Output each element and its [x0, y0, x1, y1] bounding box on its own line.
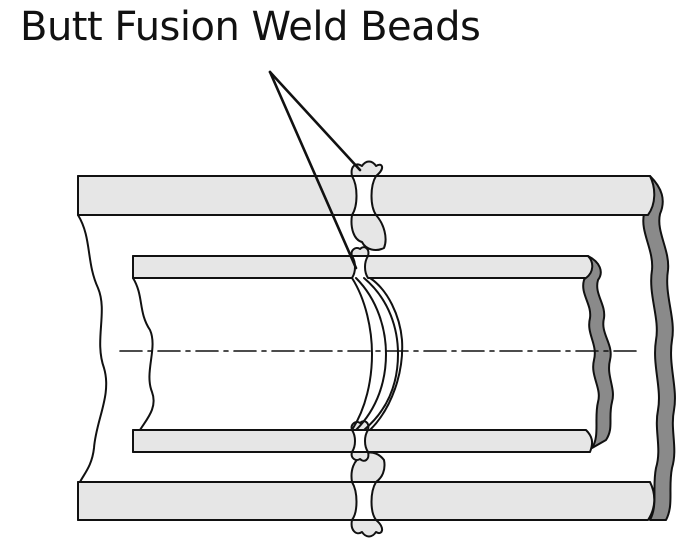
inner-pipe-left-cut-edge	[132, 277, 155, 431]
outer-top-internal-weld-bead	[350, 214, 387, 251]
internal-bead-ring-middle	[363, 277, 399, 431]
internal-bead-ring-outer	[355, 277, 387, 431]
outer-pipe-right-cut-edge-shadow	[642, 175, 676, 521]
outer-top-external-weld-bead	[350, 160, 383, 177]
inner-bottom-external-weld-bead	[350, 451, 370, 462]
outer-pipe-left-cut-edge	[77, 214, 108, 483]
inner-pipe-top-wall-right	[364, 255, 594, 279]
internal-bead-ring-inner	[369, 277, 404, 431]
diagram-title: Butt Fusion Weld Beads	[20, 4, 481, 50]
outer-pipe-bottom-wall-left	[77, 481, 358, 521]
leader-line-to-outer-bead	[268, 70, 362, 172]
outer-pipe-top-wall-left	[77, 175, 358, 216]
outer-pipe-bottom-wall-right	[370, 481, 656, 521]
inner-pipe-right-cut-edge-shadow	[582, 255, 614, 449]
leader-line-to-inner-bead	[268, 70, 358, 270]
inner-pipe-bottom-wall-right	[364, 429, 594, 453]
outer-bottom-external-weld-bead	[350, 519, 383, 538]
inner-pipe-bottom-wall-left	[132, 429, 356, 453]
internal-bead-ring-back	[351, 277, 373, 431]
inner-top-external-weld-bead	[350, 246, 370, 257]
inner-pipe-top-wall-left	[132, 255, 356, 279]
outer-pipe-top-wall-right	[370, 175, 656, 216]
